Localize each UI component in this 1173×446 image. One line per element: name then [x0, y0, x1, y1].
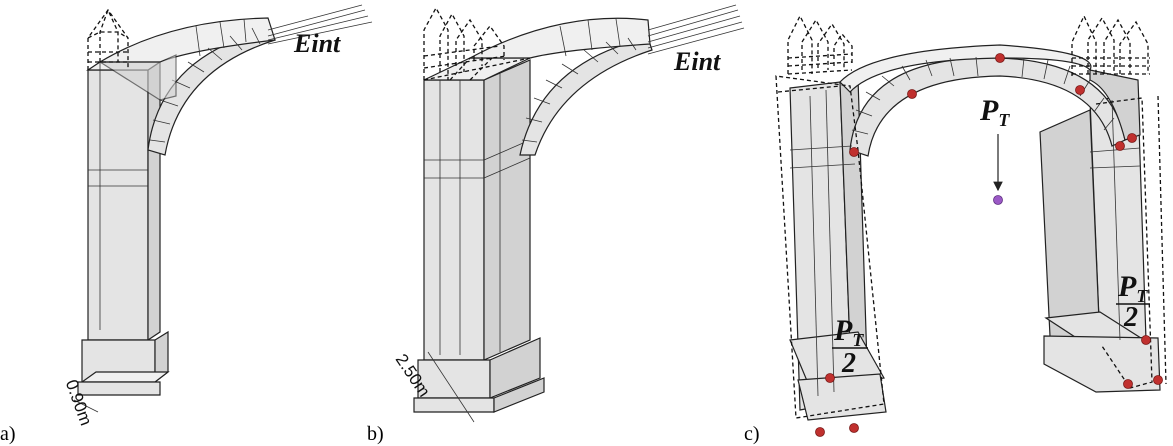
centroid-point — [993, 195, 1003, 205]
hinge-left-haunch — [907, 89, 917, 99]
hinge-right-base-b — [1153, 375, 1163, 385]
panel-a: Eint 0.90m a) — [0, 4, 373, 445]
hinge-right-base-a — [1123, 379, 1133, 389]
pier-front-face — [87, 69, 149, 341]
hinge-right-springing-a — [1127, 133, 1137, 143]
eint-label-b: Eint — [673, 47, 721, 76]
load-pyramids-c-left — [787, 14, 853, 75]
panel-b: Eint 2.50m b) — [367, 4, 745, 445]
arch-extrados — [97, 17, 276, 63]
hinge-right-springing-b — [1115, 141, 1125, 151]
central-load: PT — [979, 94, 1010, 205]
hinge-right-haunch — [1075, 85, 1085, 95]
half-load-right: PT 2 — [1116, 270, 1150, 333]
load-pyramids-c-right — [1071, 14, 1150, 76]
hinge-left-base-b — [849, 423, 859, 433]
hinge-right-base-upper — [1141, 335, 1151, 345]
load-pyramids-b — [423, 6, 531, 81]
svg-text:2: 2 — [1123, 302, 1138, 333]
eint-label-a: Eint — [293, 29, 341, 58]
half-load-left: PT 2 — [832, 314, 868, 379]
panel-label-b: b) — [367, 423, 384, 445]
hinges — [815, 53, 1163, 437]
pier-side-face-b — [483, 59, 531, 361]
hinge-left-base-a — [815, 427, 825, 437]
hinge-key — [995, 53, 1005, 63]
svg-text:2: 2 — [841, 348, 856, 379]
panel-c: PT PT 2 PT 2 c) — [744, 14, 1167, 445]
mechanism-outline — [775, 75, 1167, 419]
svg-text:PT: PT — [1117, 270, 1148, 306]
pier-side-face — [147, 60, 161, 342]
pt-label: PT — [979, 94, 1010, 130]
svg-text:PT: PT — [833, 314, 864, 350]
load-pyramid-a — [87, 8, 129, 70]
hinge-left-springing — [849, 147, 859, 157]
hinge-left-base-upper — [825, 373, 835, 383]
panel-label-a: a) — [0, 423, 16, 445]
panel-label-c: c) — [744, 423, 760, 445]
eint-lines-b — [647, 4, 745, 55]
pier-front-face-b — [423, 79, 485, 361]
eint-lines-a — [267, 4, 373, 45]
